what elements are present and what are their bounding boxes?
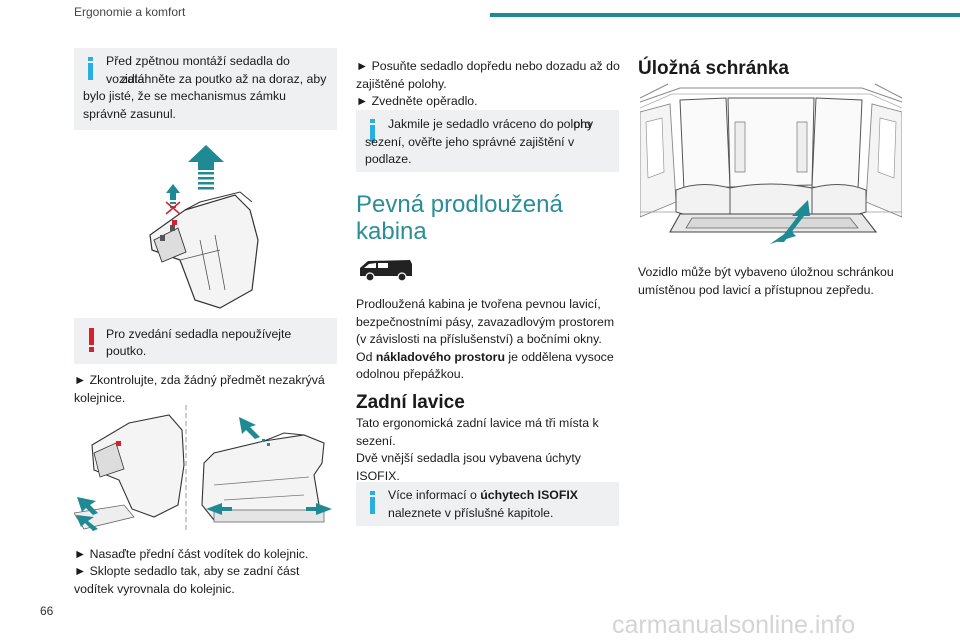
fixed-cab-heading: Pevná prodloužená kabina — [356, 191, 563, 245]
info-note-reassembly: Před zpětnou montáží sedadla do vozidla … — [74, 48, 337, 130]
rear-bench-text1: Tato ergonomická zadní lavice má tři mís… — [356, 416, 599, 448]
step-tilt-seat: ► Sklopte sedadlo tak, aby se zadní část… — [74, 564, 300, 596]
info-note-seat-lock: Jakmile je sedadlo vráceno do polohy Jak… — [356, 110, 619, 172]
step-raise-backrest: ► Zvedněte opěradlo. — [356, 94, 478, 108]
info-note-line1: Před zpětnou montáží sedadla do vozidla — [106, 54, 290, 86]
info-icon — [369, 491, 376, 515]
info-note-text: zatáhněte za poutko až na doraz, aby byl… — [83, 71, 327, 121]
info-note-seat-lock-text: pro sezení, ověřte jeho správné zajištěn… — [365, 117, 592, 166]
step-check-rails: ► Zkontrolujte, zda žádný předmět nezakr… — [74, 373, 325, 405]
page-number: 66 — [40, 604, 54, 618]
warning-note-tab: Pro zvedání sedadla nepoužívejte poutko. — [74, 318, 337, 364]
info-icon — [369, 119, 376, 143]
step-insert-guides: ► Nasaďte přední část vodítek do kolejni… — [74, 547, 309, 561]
info-note-seat-lock-line1: Jakmile je sedadlo vráceno do polohy — [388, 117, 594, 131]
rear-bench-heading: Zadní lavice — [356, 392, 465, 413]
van-icon — [360, 260, 412, 282]
step-slide-seat: ► Posuňte sedadlo dopředu nebo dozadu až… — [356, 59, 620, 91]
storage-heading: Úložná schránka — [638, 58, 789, 79]
warning-icon — [89, 328, 95, 352]
seat-rails-illustration — [74, 405, 332, 531]
header-section-title: Ergonomie a komfort — [74, 5, 186, 19]
warning-note-line2: poutko. — [106, 344, 147, 358]
info-icon — [87, 57, 94, 81]
rear-bench-text2: Dvě vnější sedadla jsou vybavena úchyty … — [356, 451, 581, 483]
storage-text: Vozidlo může být vybaveno úložnou schrán… — [638, 265, 894, 297]
warning-note-line1: Pro zvedání sedadla nepoužívejte — [106, 327, 292, 341]
seat-lift-illustration — [149, 145, 259, 309]
storage-box-illustration — [640, 83, 902, 244]
fixed-cab-text: Prodloužená kabina je tvořena pevnou lav… — [356, 297, 615, 381]
header-accent-bar — [490, 13, 960, 17]
watermark: carmanualsonline.info — [612, 611, 856, 639]
